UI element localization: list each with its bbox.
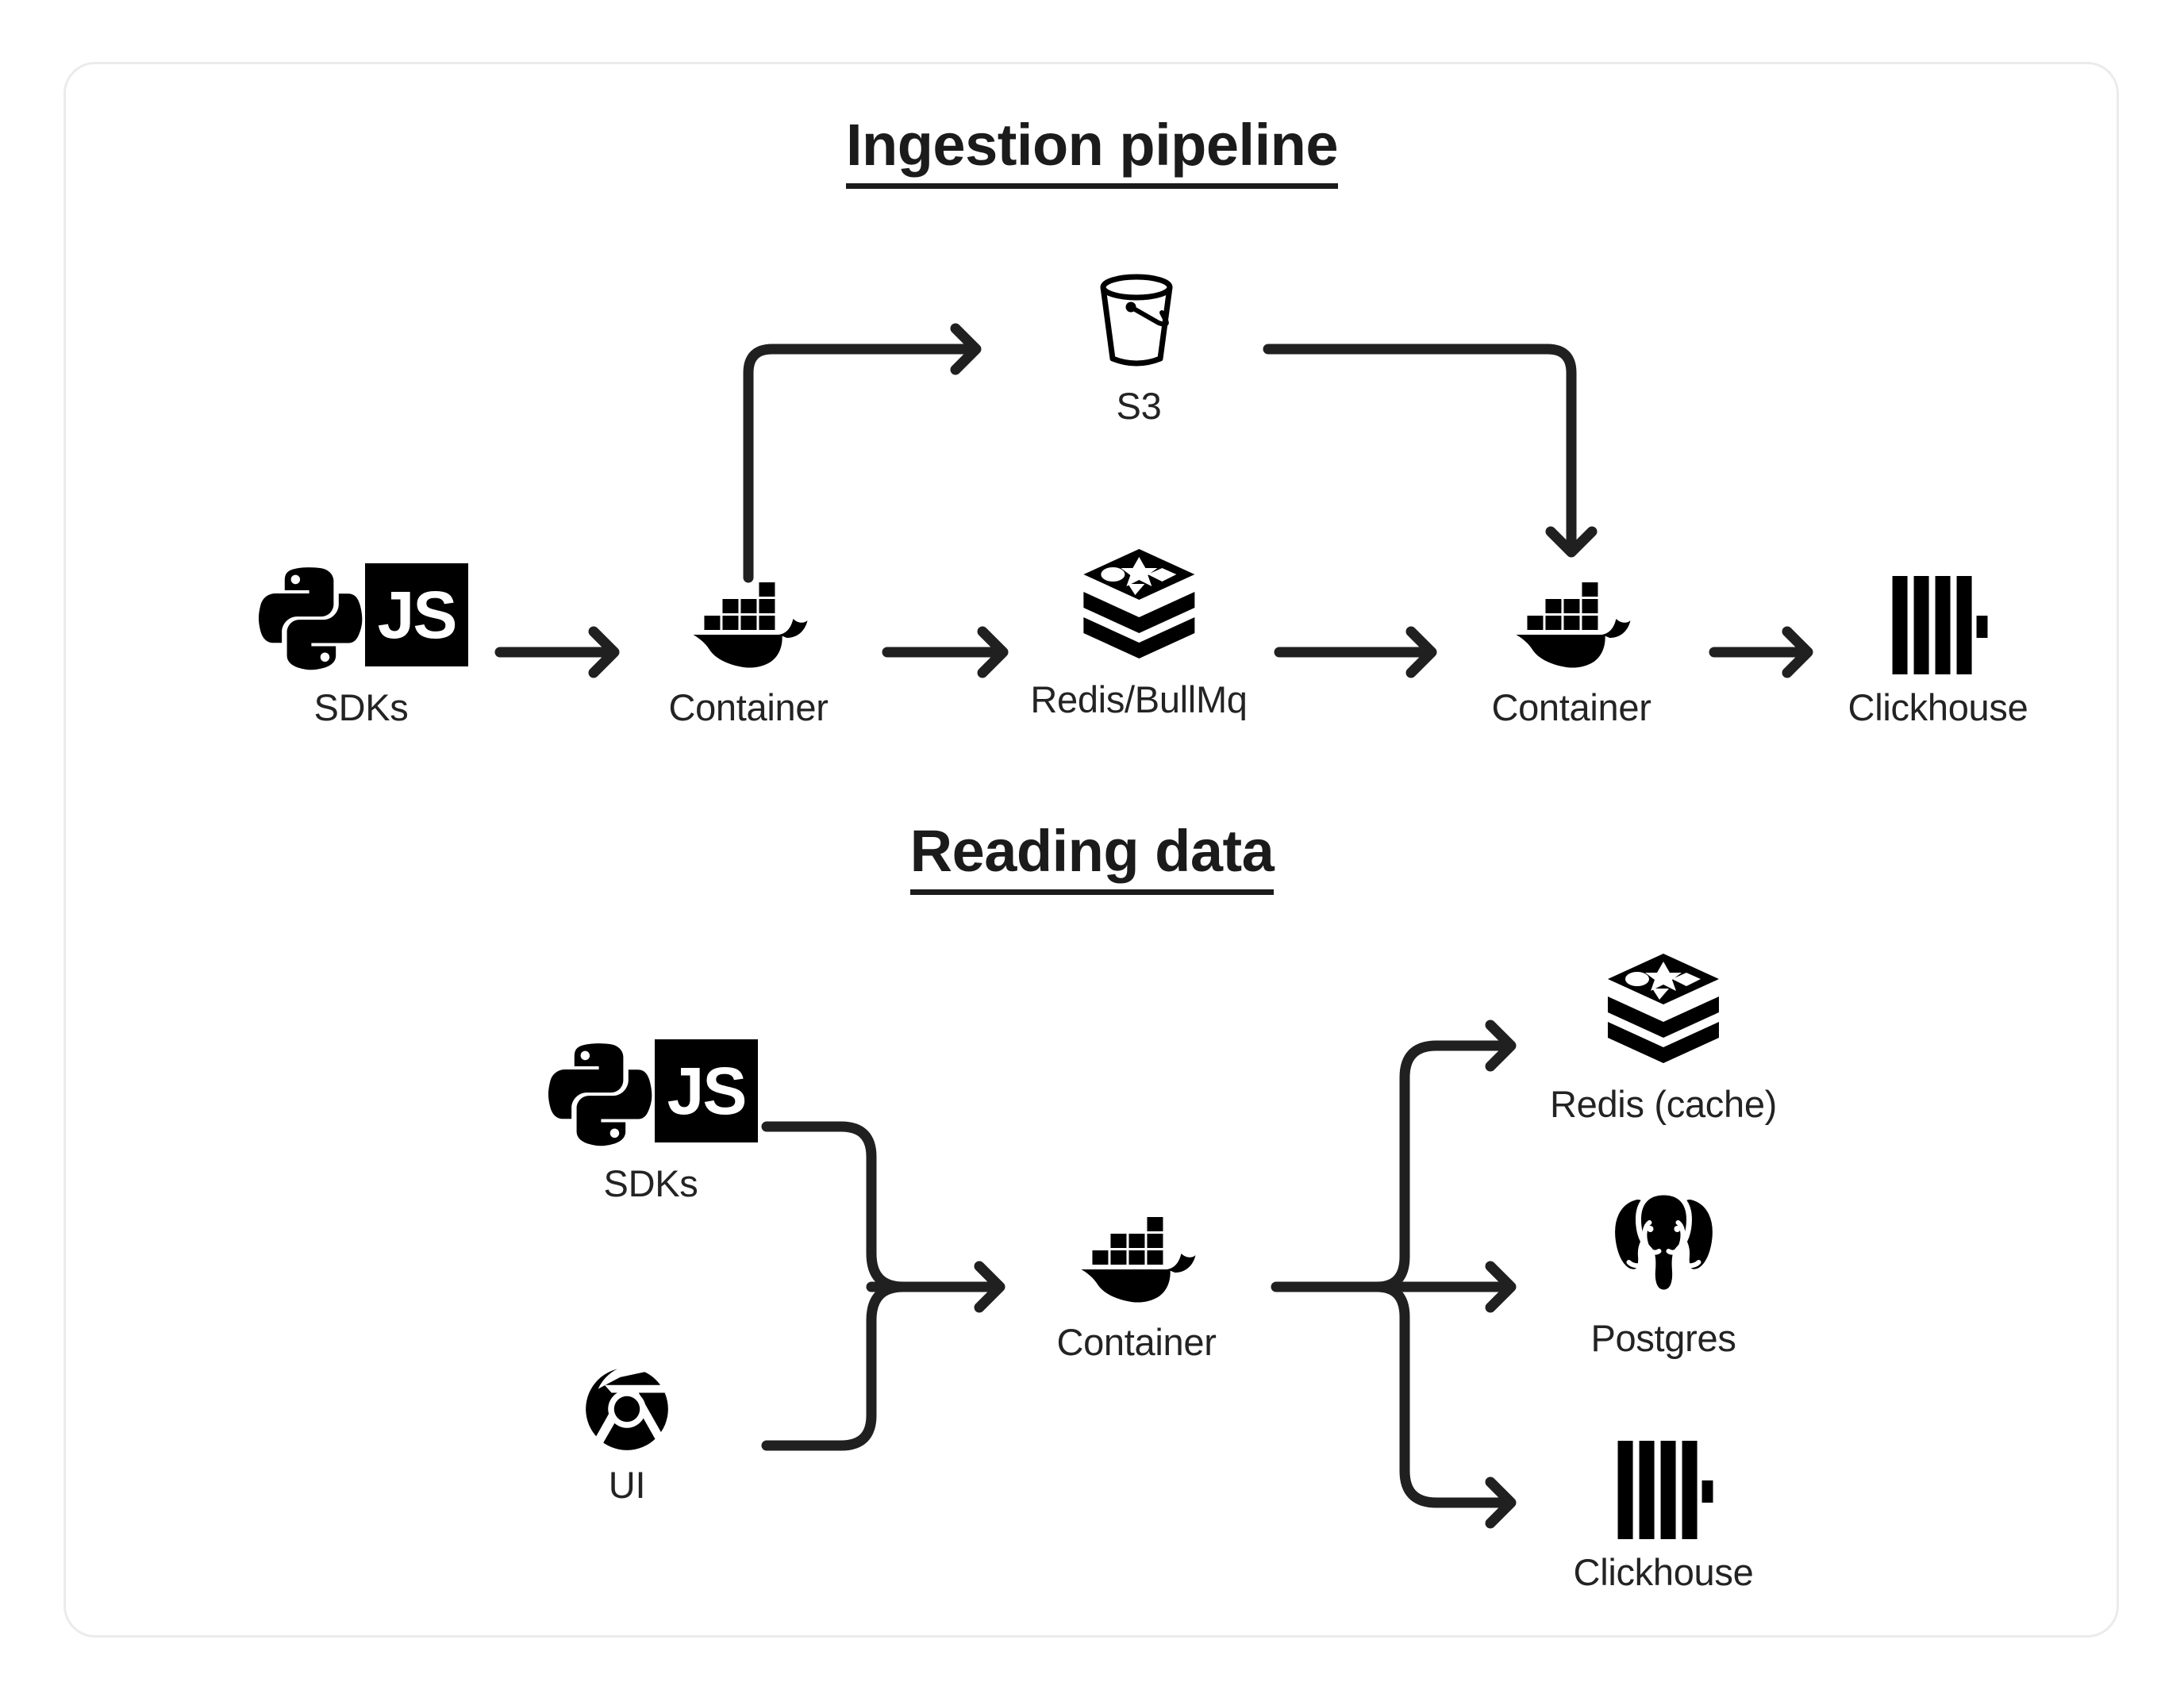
python-icon xyxy=(548,1043,652,1146)
node-postgres[interactable]: Postgres xyxy=(1590,1182,1736,1360)
node-redis-bullmq[interactable]: Redis/BullMq xyxy=(1030,547,1248,721)
node-label-clickhouse: Clickhouse xyxy=(1848,686,2028,728)
node-label-s3: S3 xyxy=(1116,385,1162,427)
clickhouse-bars-icon xyxy=(1848,555,2028,674)
node-clickhouse-reading[interactable]: Clickhouse xyxy=(1574,1420,1754,1594)
clickhouse-bars-icon xyxy=(1574,1420,1754,1539)
node-label-container: Container xyxy=(1056,1321,1217,1363)
python-js-sdk-icon: JS xyxy=(254,555,468,674)
docker-whale-icon xyxy=(668,555,828,674)
python-icon xyxy=(258,567,363,670)
node-label-postgres: Postgres xyxy=(1590,1317,1736,1359)
edge-container1-to-s3 xyxy=(743,323,982,583)
edge-ui-to-container3 xyxy=(761,1281,909,1451)
s3-bucket-icon xyxy=(1092,270,1186,373)
edge-sdks2-to-container3 xyxy=(761,1121,909,1292)
redis-stack-icon xyxy=(1550,952,1777,1071)
edge-container3-to-postgres xyxy=(1371,1261,1517,1313)
node-label-redis-cache: Redis (cache) xyxy=(1549,1083,1778,1125)
node-ui[interactable]: UI xyxy=(584,1365,670,1507)
javascript-icon: JS xyxy=(655,1039,758,1142)
node-label-sdks: SDKs xyxy=(603,1162,698,1204)
chrome-browser-icon xyxy=(584,1365,670,1452)
edge-container3-to-clickhouse2 xyxy=(1371,1281,1517,1529)
node-s3[interactable]: S3 xyxy=(1092,270,1186,428)
edge-merge-arrowhead xyxy=(866,1261,1005,1313)
node-label-ui: UI xyxy=(608,1464,646,1506)
edge-sdks-to-container1 xyxy=(494,626,620,678)
node-container-ingestion-1[interactable]: Container xyxy=(668,555,829,729)
section-title-reading: Reading data xyxy=(0,817,2184,895)
edge-s3-to-container2 xyxy=(1263,344,1598,558)
node-redis-cache[interactable]: Redis (cache) xyxy=(1550,952,1777,1126)
node-label-container: Container xyxy=(668,686,829,728)
edge-container3-to-redis-cache xyxy=(1371,1019,1517,1292)
node-label-clickhouse: Clickhouse xyxy=(1573,1551,1754,1593)
diagram-card xyxy=(63,62,2119,1638)
redis-stack-icon xyxy=(1030,547,1247,666)
js-badge-text: JS xyxy=(377,578,458,652)
node-clickhouse-ingestion[interactable]: Clickhouse xyxy=(1848,555,2028,729)
javascript-icon: JS xyxy=(365,563,468,666)
js-badge-text: JS xyxy=(667,1054,748,1128)
docker-whale-icon xyxy=(1491,555,1651,674)
node-sdks-ingestion[interactable]: JS SDKs xyxy=(254,555,468,729)
node-container-ingestion-2[interactable]: Container xyxy=(1491,555,1651,729)
ingestion-title-text: Ingestion pipeline xyxy=(845,111,1339,189)
section-title-ingestion: Ingestion pipeline xyxy=(0,111,2184,189)
edge-container2-to-clickhouse xyxy=(1709,626,1813,678)
node-label-redis-bullmq: Redis/BullMq xyxy=(1030,678,1248,720)
node-label-container: Container xyxy=(1491,686,1651,728)
node-label-sdks: SDKs xyxy=(313,686,409,728)
postgres-elephant-icon xyxy=(1590,1182,1736,1305)
node-sdks-reading[interactable]: JS SDKs xyxy=(544,1031,758,1205)
docker-whale-icon xyxy=(1056,1190,1216,1309)
edge-container1-to-redis xyxy=(882,626,1009,678)
node-container-reading[interactable]: Container xyxy=(1056,1190,1217,1364)
reading-title-text: Reading data xyxy=(909,817,1275,895)
edge-redis-to-container2 xyxy=(1274,626,1437,678)
python-js-sdk-icon: JS xyxy=(544,1031,758,1150)
